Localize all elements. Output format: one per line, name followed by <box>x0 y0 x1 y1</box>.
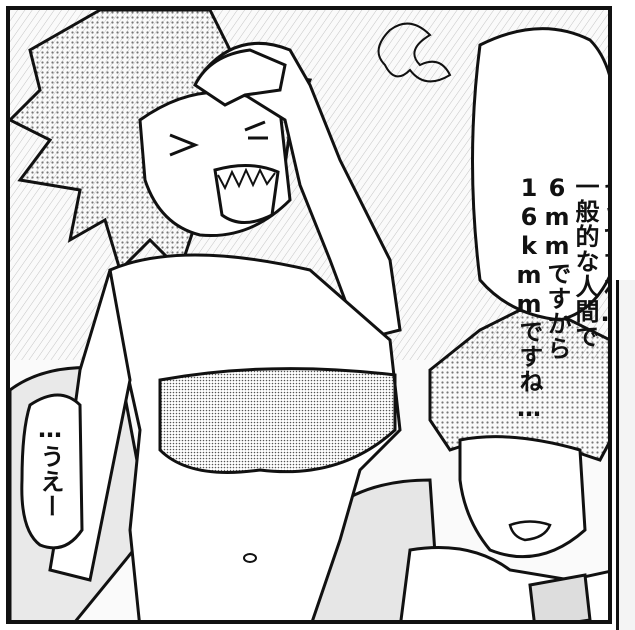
woman-mouth <box>213 163 280 224</box>
woman-bandeau <box>158 367 397 474</box>
woman-teeth <box>217 167 276 191</box>
small-bubble-text: …うえー <box>36 415 64 519</box>
boy-phone <box>528 573 592 620</box>
main-bubble-text: そうですね… 一般的な人間で 6mmですから 16kmmですね… <box>487 58 608 423</box>
bubble-line-4: 16kmmですね… <box>515 174 543 423</box>
adjacent-panel-edge <box>616 280 635 630</box>
bubble-line-3: 6mmですから <box>543 174 571 361</box>
small-speech-bubble <box>20 393 84 550</box>
bubble-line-1: そうですね… <box>599 174 612 328</box>
main-speech-bubble <box>471 27 608 322</box>
panel-artwork <box>10 10 608 620</box>
manga-panel: そうですね… 一般的な人間で 6mmですから 16kmmですね… …うえー <box>6 6 612 624</box>
woman-navel <box>243 553 257 563</box>
boy-mouth <box>508 520 552 542</box>
woman-hand <box>193 48 287 107</box>
distress-scribble <box>377 22 452 83</box>
woman-eyes <box>169 120 268 157</box>
boy-face <box>458 435 587 559</box>
bubble-line-2: 一般的な人間で <box>571 174 599 349</box>
